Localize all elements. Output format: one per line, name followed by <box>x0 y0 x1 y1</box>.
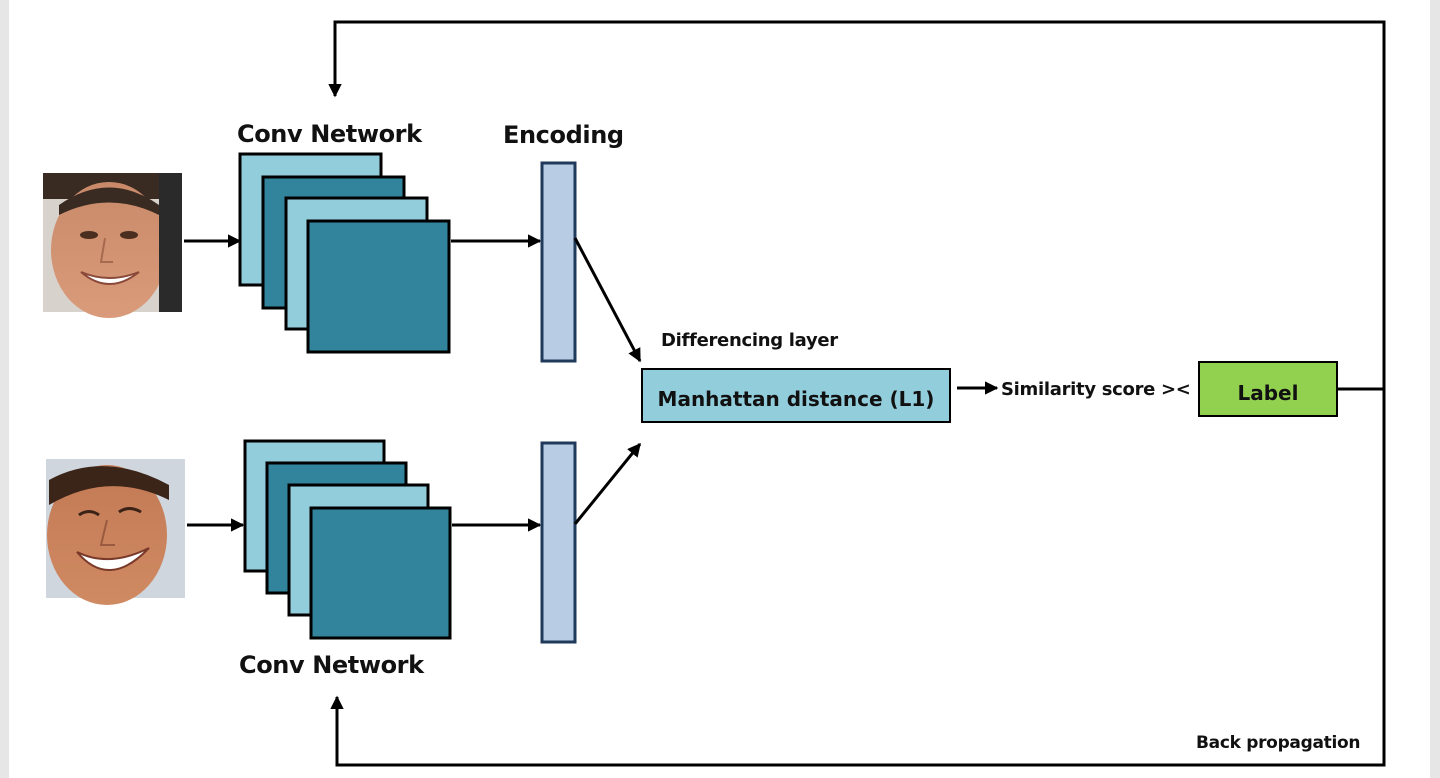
backprop-line-top <box>328 20 1386 391</box>
face-image-top <box>43 173 182 318</box>
back-propagation-label: Back propagation <box>1196 733 1361 753</box>
conv-network-bottom <box>243 439 452 640</box>
similarity-score-label: Similarity score >< <box>1001 379 1191 400</box>
conv-network-top-label: Conv Network <box>237 120 422 148</box>
arrow-encoding-bottom-to-l1 <box>573 442 642 525</box>
conv-layer-4 <box>306 219 451 354</box>
label-box-text: Label <box>1237 381 1299 405</box>
encoding-bar-top <box>540 161 577 363</box>
encoding-bar-bottom <box>540 441 577 644</box>
backprop-line-bottom <box>330 389 1386 767</box>
conv-network-top <box>238 152 451 354</box>
label-box <box>1198 361 1338 417</box>
arrows <box>184 20 1386 767</box>
manhattan-distance-label: Manhattan distance (L1) <box>657 386 935 411</box>
conv-network-bottom-label: Conv Network <box>239 651 424 679</box>
diagram-canvas: Conv Network Encoding Differencing layer… <box>9 0 1430 778</box>
encoding-label: Encoding <box>503 121 624 149</box>
conv-layer-4 <box>309 506 452 640</box>
siamese-network-diagram <box>43 20 1386 767</box>
face-image-bottom <box>46 459 185 605</box>
differencing-layer-label: Differencing layer <box>661 330 838 351</box>
arrow-encoding-top-to-l1 <box>573 237 642 363</box>
manhattan-distance-box <box>641 368 951 423</box>
